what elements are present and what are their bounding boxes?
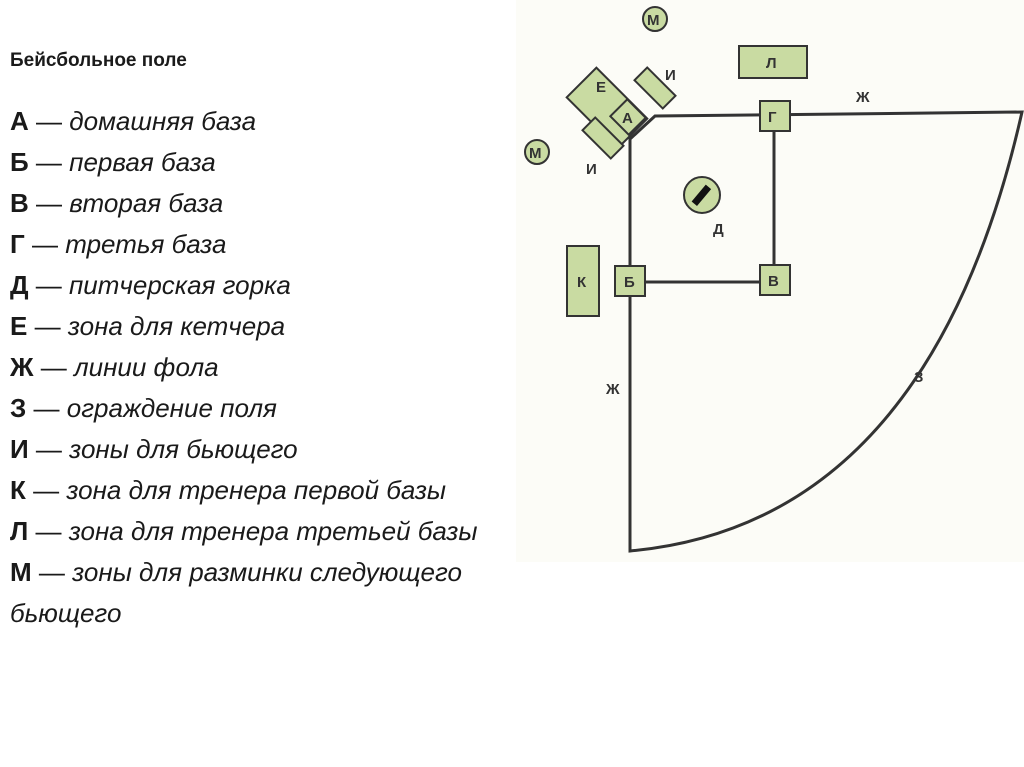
legend-key: Д [10,270,29,300]
on-deck-circle-top: М [642,6,668,32]
legend-dash: — [35,270,62,300]
legend-desc: зона для кетчера [67,311,286,341]
legend-dash: — [35,434,62,464]
legend-key: З [10,393,27,423]
legend-desc: зоны для разминки следующего бьющего [10,557,462,628]
legend-item: Г — третья база [10,224,490,265]
legend-dash: — [36,106,63,136]
first-base: Б [614,265,646,297]
batter-box-upper: И [633,66,677,110]
legend-dash: — [36,188,63,218]
legend-item: Ж — линии фола [10,347,490,388]
legend-dash: — [38,557,65,587]
legend-desc: третья база [65,229,227,259]
legend-desc: домашняя база [69,106,257,136]
third-base: Г [759,100,791,132]
first-base-coach-label: К [577,274,587,291]
on-deck-top-label: М [647,12,660,29]
legend-item: Б — первая база [10,142,490,183]
legend-item: Л — зона для тренера третьей базы [10,511,490,552]
legend-desc: зона для тренера третьей базы [68,516,478,546]
on-deck-circle-left: М [524,139,550,165]
field-outline [628,110,1024,553]
legend-item: М — зоны для разминки следующего бьющего [10,552,490,634]
legend-desc: зона для тренера первой базы [66,475,447,505]
legend-key: Л [10,516,29,546]
legend-dash: — [35,516,62,546]
first-base-label: Б [624,274,635,291]
legend-desc: питчерская горка [69,270,291,300]
legend-dash: — [34,311,61,341]
home-plate-label: А [622,110,633,127]
pitchers-mound: Д [683,176,724,238]
batter-box-lower-label: И [586,161,597,178]
legend-desc: первая база [69,147,216,177]
home-plate: А [608,97,648,137]
third-base-label: Г [768,109,777,126]
legend-key: Г [10,229,25,259]
catcher-zone-label: Е [596,79,606,96]
legend-item: К — зона для тренера первой базы [10,470,490,511]
legend-item: З — ограждение поля [10,388,490,429]
legend-desc: линии фола [73,352,219,382]
third-base-coach-box: Л [738,45,808,79]
on-deck-left-label: М [529,145,542,162]
legend-key: М [10,557,32,587]
fence-label: З [914,369,923,386]
legend-item: Е — зона для кетчера [10,306,490,347]
foul-line-top-label: Ж [855,89,870,106]
legend-list: А — домашняя база Б — первая база В — вт… [10,101,490,634]
legend-desc: ограждение поля [66,393,277,423]
legend-key: В [10,188,29,218]
legend-item: И — зоны для бьющего [10,429,490,470]
batter-box-lower: И [581,116,625,178]
first-base-coach-box: К [566,245,600,317]
field-diagram-panel: Е И И А Л М М [516,0,1024,562]
legend-key: И [10,434,29,464]
legend-dash: — [35,147,62,177]
legend-key: К [10,475,26,505]
foul-line-left-label: Ж [605,381,620,398]
third-base-coach-label: Л [766,55,777,72]
page-title: Бейсбольное поле [10,50,187,71]
legend-item: А — домашняя база [10,101,490,142]
legend-desc: зоны для бьющего [69,434,298,464]
baseball-field-diagram: Е И И А Л М М [524,6,1024,553]
batter-box-upper-label: И [665,67,676,84]
legend-key: Б [10,147,29,177]
legend-item: Д — питчерская горка [10,265,490,306]
legend-dash: — [33,393,60,423]
legend-key: Е [10,311,28,341]
second-base-label: В [768,273,779,290]
legend-key: А [10,106,29,136]
legend-key: Ж [10,352,34,382]
legend-dash: — [40,352,67,382]
legend-desc: вторая база [69,188,224,218]
pitchers-mound-label: Д [713,221,724,238]
second-base: В [759,264,791,296]
legend-item: В — вторая база [10,183,490,224]
legend-dash: — [31,229,58,259]
legend-dash: — [33,475,60,505]
